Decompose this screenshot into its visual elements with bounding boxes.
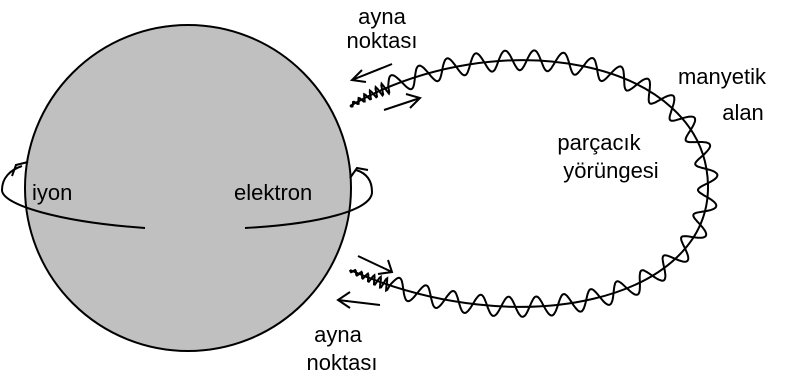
bottom-outgoing-arrow-icon <box>358 256 392 274</box>
top-outgoing-arrow-icon <box>384 94 420 110</box>
bottom-mirror-label-line2: noktası <box>307 350 378 375</box>
bottom-incoming-arrow-icon <box>338 292 380 308</box>
magnetic-field-label-line2: alan <box>722 100 764 125</box>
particle-trajectory <box>350 50 717 316</box>
trajectory-label-line2: yörüngesi <box>563 158 658 183</box>
magnetic-field-label-line1: manyetik <box>678 64 767 89</box>
electron-label: elektron <box>234 180 312 205</box>
electron-arrow-icon <box>350 168 368 178</box>
magnetic-field-line <box>350 60 708 307</box>
top-mirror-label-line2: noktası <box>347 28 418 53</box>
top-incoming-arrow-icon <box>352 64 392 82</box>
top-mirror-label-line1: ayna <box>358 4 406 29</box>
trajectory-label-line1: parçacık <box>557 130 641 155</box>
ion-label: iyon <box>32 180 72 205</box>
bottom-mirror-label-line1: ayna <box>314 322 362 347</box>
